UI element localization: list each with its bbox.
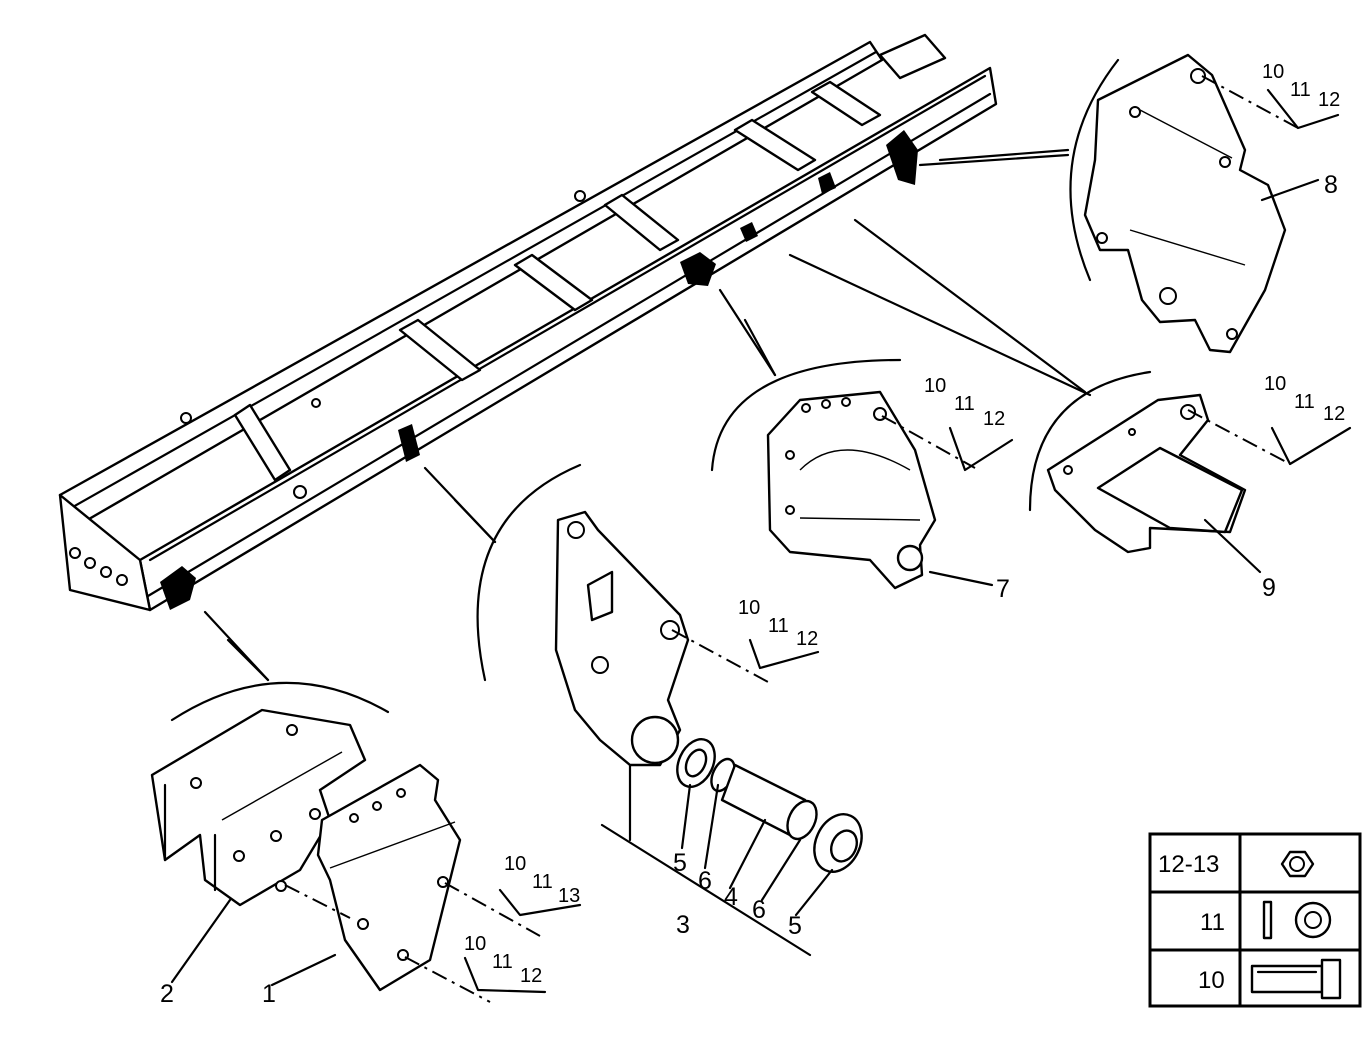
ref-1l-b: 11 [492, 951, 513, 973]
callout-1: 1 [262, 980, 276, 1008]
nut-icon [1280, 850, 1315, 878]
fastener-ref-labels: 10 11 12 10 11 12 10 11 12 10 11 12 10 1… [464, 61, 1345, 987]
fastener-centerlines [284, 75, 1352, 1003]
washer-icon [1262, 900, 1332, 940]
chassis-frame [58, 33, 998, 612]
callout-7: 7 [996, 575, 1010, 603]
callout-5b: 5 [788, 912, 802, 940]
part-8-bracket [1083, 53, 1287, 354]
ref-9-b: 11 [1294, 391, 1315, 413]
ref-1l-a: 10 [464, 933, 486, 955]
legend-label-bolt: 10 [1198, 967, 1225, 994]
callout-6b: 6 [752, 896, 766, 924]
legend-label-nut: 12-13 [1158, 851, 1219, 878]
callout-9: 9 [1262, 574, 1276, 602]
part-3-hanger [554, 510, 690, 767]
ref-8-b: 11 [1290, 79, 1311, 101]
callout-5a: 5 [673, 849, 687, 877]
fastener-legend: 12-13 11 10 [1148, 832, 1362, 1008]
ref-1l-c: 12 [520, 965, 542, 987]
legend-label-washer: 11 [1200, 909, 1225, 936]
callout-8: 8 [1324, 171, 1338, 199]
ref-7-c: 12 [983, 408, 1005, 430]
part-7-bracket [766, 390, 937, 590]
part-1-plate [316, 763, 462, 992]
ref-3-a: 10 [738, 597, 760, 619]
ref-3-b: 11 [768, 615, 789, 637]
ref-7-a: 10 [924, 375, 946, 397]
ref-8-a: 10 [1262, 61, 1284, 83]
callout-4: 4 [724, 883, 738, 911]
ref-9-a: 10 [1264, 373, 1286, 395]
ref-1u-a: 10 [504, 853, 526, 875]
ref-1u-b: 11 [532, 871, 553, 893]
callout-2: 2 [160, 980, 174, 1008]
part-9-bracket [1046, 393, 1247, 554]
bolt-icon [1250, 958, 1342, 1000]
ref-9-c: 12 [1323, 403, 1345, 425]
callout-3: 3 [676, 911, 690, 939]
ref-3-c: 12 [796, 628, 818, 650]
ref-8-c: 12 [1318, 89, 1340, 111]
ref-1u-c: 13 [558, 885, 580, 907]
leader-lines [170, 58, 1152, 957]
callout-6a: 6 [698, 867, 712, 895]
part-2-bracket [150, 708, 367, 907]
callout-labels: 1 2 3 4 5 6 6 5 7 8 9 [160, 171, 1338, 1008]
bushing-assembly [676, 738, 863, 873]
ref-7-b: 11 [954, 393, 975, 415]
